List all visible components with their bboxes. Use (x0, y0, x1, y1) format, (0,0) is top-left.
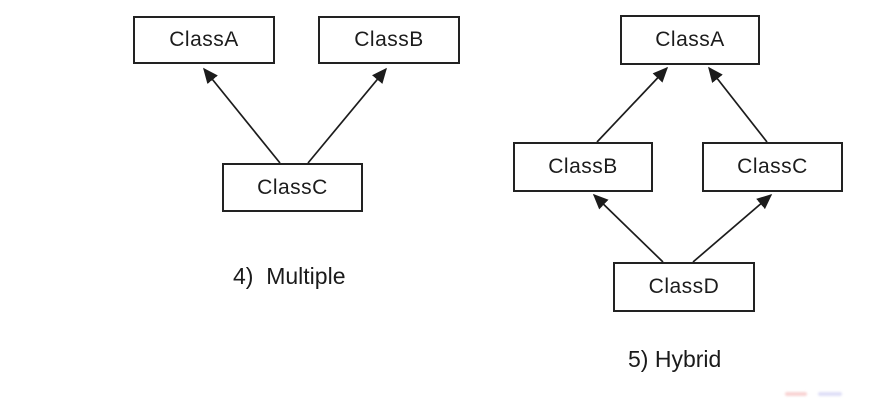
node-label: ClassB (548, 155, 618, 178)
node-label: ClassC (737, 155, 808, 178)
node-hybrid-classc: ClassC (702, 142, 843, 192)
watermark-smudge (818, 392, 842, 396)
node-hybrid-classd: ClassD (613, 262, 755, 312)
node-multiple-classb: ClassB (318, 16, 460, 64)
caption-hybrid: 5) Hybrid (628, 346, 722, 372)
arrow-classd-to-classb (592, 193, 664, 263)
arrow-classc2-to-classa (708, 66, 768, 143)
node-multiple-classa: ClassA (133, 16, 275, 64)
arrow-classb-to-classa (596, 66, 669, 143)
node-label: ClassB (354, 28, 424, 51)
caption-multiple: 4) Multiple (233, 263, 346, 289)
node-label: ClassD (648, 275, 720, 298)
node-hybrid-classa: ClassA (620, 15, 760, 65)
arrow-classc-to-classa (203, 67, 281, 164)
watermark-smudge (785, 392, 807, 396)
arrow-classd-to-classc (692, 194, 773, 263)
node-multiple-classc: ClassC (222, 163, 363, 212)
node-hybrid-classb: ClassB (513, 142, 653, 192)
arrow-classc-to-classb (307, 67, 387, 164)
node-label: ClassA (655, 28, 725, 51)
node-label: ClassA (169, 28, 239, 51)
node-label: ClassC (257, 175, 328, 199)
